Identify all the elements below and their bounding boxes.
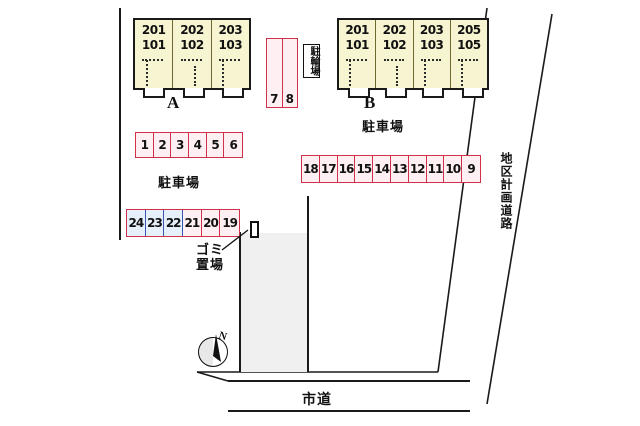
unit-lintel-a1 (142, 59, 164, 61)
building-a-label: A (167, 93, 180, 112)
unit-lower-number: 105 (457, 38, 481, 52)
unit-lintel-b2 (383, 59, 404, 61)
unit-upper-number: 202 (382, 23, 407, 37)
parking-label-a: 駐車場 (158, 176, 201, 191)
parking-space-10[interactable]: 10 (444, 156, 463, 182)
stair-icon-a2 (193, 66, 207, 86)
unit-lintel-a2 (180, 59, 202, 61)
parking-space-1[interactable]: 1 (136, 133, 154, 157)
unit-b-1: 201 101 (339, 20, 377, 88)
north-letter: N (217, 329, 228, 343)
stair-icon-b2 (396, 66, 409, 86)
entrance-b-1 (348, 88, 370, 98)
unit-lintel-a3 (219, 59, 241, 61)
unit-lintel-b4 (458, 59, 479, 61)
garbage-area-label: ゴミ 置場 (196, 243, 225, 273)
parking-space-3[interactable]: 3 (171, 133, 190, 157)
parking-space-5[interactable]: 5 (206, 133, 225, 157)
building-b-label: B (364, 93, 376, 112)
unit-lower-number: 102 (180, 38, 204, 52)
parking-space-11[interactable]: 11 (426, 156, 445, 182)
city-road-label: 市道 (302, 392, 332, 408)
unit-lower-number: 103 (218, 38, 243, 52)
building-a: 201 101 202 102 203 103 (133, 18, 251, 90)
unit-a-2: 202 102 (173, 20, 212, 88)
building-b: 201 101 202 102 203 103 205 105 (337, 18, 489, 90)
unit-upper-number: 201 (141, 23, 166, 37)
parking-row-24-19: 24 23 22 21 20 19 (126, 209, 240, 237)
parking-space-17[interactable]: 17 (319, 156, 338, 182)
parking-space-22[interactable]: 22 (164, 210, 184, 236)
parking-space-12[interactable]: 12 (408, 156, 427, 182)
entrance-a-1 (143, 88, 165, 98)
unit-b-2: 202 102 (376, 20, 414, 88)
parking-space-19[interactable]: 19 (220, 210, 240, 236)
unit-lower-number: 101 (141, 38, 166, 52)
unit-lower-number: 103 (419, 38, 444, 52)
entrance-a-3 (222, 88, 244, 98)
parking-space-21[interactable]: 21 (183, 210, 202, 236)
stair-icon-b1 (349, 60, 363, 86)
entrance-b-4 (462, 88, 484, 98)
garbage-leader-line (221, 229, 249, 251)
parking-space-7[interactable]: 7 (267, 39, 283, 107)
parking-row-18-9: 18 17 16 15 14 13 12 11 10 9 (301, 155, 481, 183)
unit-upper-number: 203 (419, 23, 444, 37)
parking-space-6[interactable]: 6 (224, 133, 243, 157)
stair-icon-b3 (423, 60, 438, 86)
entrance-b-3 (422, 88, 444, 98)
parking-label-b: 駐車場 (362, 120, 405, 135)
unit-b-4: 205 105 (451, 20, 487, 88)
driveway-area (241, 233, 307, 372)
parking-space-2[interactable]: 2 (153, 133, 172, 157)
parking-space-15[interactable]: 15 (355, 156, 374, 182)
parking-space-16[interactable]: 16 (337, 156, 356, 182)
unit-lintel-b3 (420, 59, 442, 61)
unit-a-3: 203 103 (212, 20, 249, 88)
unit-lower-number: 102 (382, 38, 407, 52)
bicycle-parking-label: 駐輪場 (303, 44, 320, 78)
unit-upper-number: 203 (218, 23, 243, 37)
parking-row-7-8: 7 8 (266, 38, 298, 108)
stair-icon-b4 (460, 60, 475, 86)
entrance-a-2 (183, 88, 205, 98)
parking-space-8[interactable]: 8 (285, 92, 294, 106)
unit-upper-number: 202 (180, 23, 204, 37)
unit-lower-number: 101 (345, 38, 369, 52)
north-arrow-compass: N (196, 328, 236, 370)
district-road-label: 地区計画道路 (499, 152, 513, 230)
stair-icon-a1 (145, 60, 160, 86)
stair-icon-a3 (222, 60, 236, 86)
parking-space-24[interactable]: 24 (127, 210, 146, 236)
entrance-b-2 (385, 88, 407, 98)
parking-space-18[interactable]: 18 (302, 156, 320, 182)
parking-space-20[interactable]: 20 (201, 210, 221, 236)
parking-space-13[interactable]: 13 (390, 156, 409, 182)
unit-lintel-b1 (346, 59, 367, 61)
unit-upper-number: 201 (345, 23, 369, 37)
garbage-enclosure (250, 221, 259, 238)
parking-space-14[interactable]: 14 (373, 156, 391, 182)
parking-row-1-6: 1 2 3 4 5 6 (135, 132, 243, 158)
unit-a-1: 201 101 (135, 20, 174, 88)
unit-b-3: 203 103 (414, 20, 451, 88)
parking-space-9[interactable]: 9 (462, 156, 480, 182)
parking-space-4[interactable]: 4 (189, 133, 207, 157)
parking-space-23[interactable]: 23 (145, 210, 165, 236)
unit-upper-number: 205 (457, 23, 481, 37)
